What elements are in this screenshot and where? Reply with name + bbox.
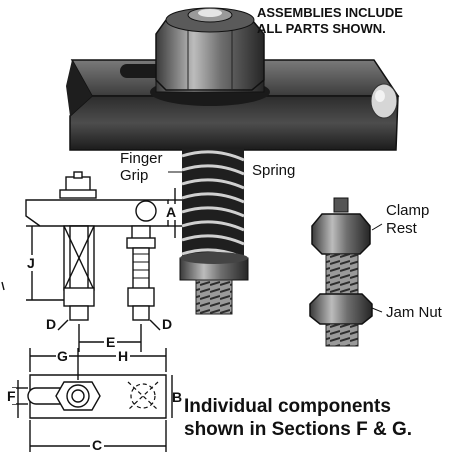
dim-label-d-left: D	[46, 316, 57, 332]
dim-label-c: C	[90, 437, 105, 453]
spring	[181, 148, 245, 266]
dim-label-e: E	[104, 334, 118, 350]
spring-label: Spring	[252, 162, 296, 179]
assemblies-note-line1: ASSEMBLIES INCLUDE	[257, 5, 403, 20]
dim-label-h: H	[116, 348, 131, 364]
clamp-rest-label-line2: Rest	[386, 220, 417, 237]
finger-grip-label-line2: Grip	[120, 167, 149, 184]
finger-grip-label: Finger Grip	[120, 150, 163, 184]
dim-label-g: G	[56, 348, 69, 364]
jam-nut-label: Jam Nut	[386, 304, 442, 321]
hex-nut-top	[150, 7, 270, 106]
strap-clamp-bar	[66, 59, 400, 151]
dim-label-f: F	[7, 388, 16, 404]
finger-grip-label-line1: Finger	[120, 150, 163, 167]
clamp-rest-label-line1: Clamp	[386, 202, 430, 219]
finger-grip-ball	[370, 83, 398, 119]
dim-label-j: J	[27, 255, 35, 271]
callout-leaders	[168, 171, 383, 313]
components-note-line2: shown in Sections F & G.	[184, 419, 413, 440]
dim-label-a: A	[166, 204, 177, 220]
clamp-rest-part	[309, 197, 373, 347]
dim-label-b: B	[172, 389, 183, 405]
components-note-line1: Individual components	[184, 396, 391, 417]
side-view-drawing	[1, 171, 182, 352]
components-note: Individual components shown in Sections …	[184, 395, 412, 441]
top-view-drawing	[12, 348, 173, 452]
stud-and-nut	[179, 252, 249, 315]
dim-label-d-right: D	[162, 316, 173, 332]
assemblies-note: ASSEMBLIES INCLUDE ALL PARTS SHOWN.	[257, 5, 403, 37]
clamp-rest-label: Clamp Rest	[386, 202, 429, 238]
assemblies-note-line2: ALL PARTS SHOWN.	[257, 21, 386, 36]
jam-nut-part	[309, 293, 373, 325]
